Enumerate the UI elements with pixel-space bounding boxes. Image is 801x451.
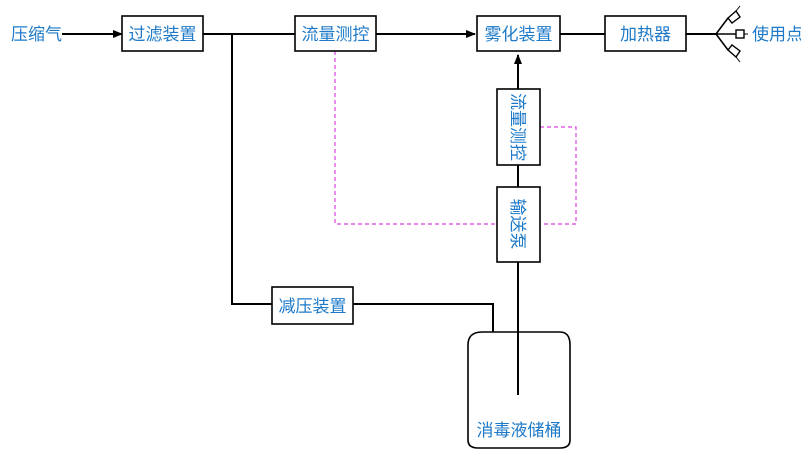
tank-label: 消毒液储桶: [477, 421, 562, 441]
pipe-branch-to-reducer: [231, 34, 272, 305]
flow-ctrl-top-box: [294, 15, 377, 52]
reducer-box: [271, 286, 354, 325]
reducer-label: 减压装置: [279, 297, 347, 317]
control-line-side-flow: [540, 126, 577, 225]
target-label: 使用点: [752, 24, 801, 45]
atomizer-label: 雾化装置: [485, 25, 553, 45]
source-label: 压缩气: [11, 25, 62, 45]
control-line-top-flow: [334, 51, 497, 225]
flow-ctrl-top-label: 流量测控: [302, 25, 370, 45]
pump-label: 输送泵: [507, 199, 527, 250]
heater-box: [604, 15, 687, 52]
atomizer-box: [476, 15, 561, 52]
heater-label: 加热器: [620, 25, 671, 45]
filter-box: [121, 15, 204, 52]
nozzle-cluster-icon: [715, 5, 748, 63]
flow-ctrl-side-label: 流量测控: [507, 93, 527, 161]
flow-ctrl-side-box: [496, 88, 541, 166]
filter-label: 过滤装置: [129, 25, 197, 45]
